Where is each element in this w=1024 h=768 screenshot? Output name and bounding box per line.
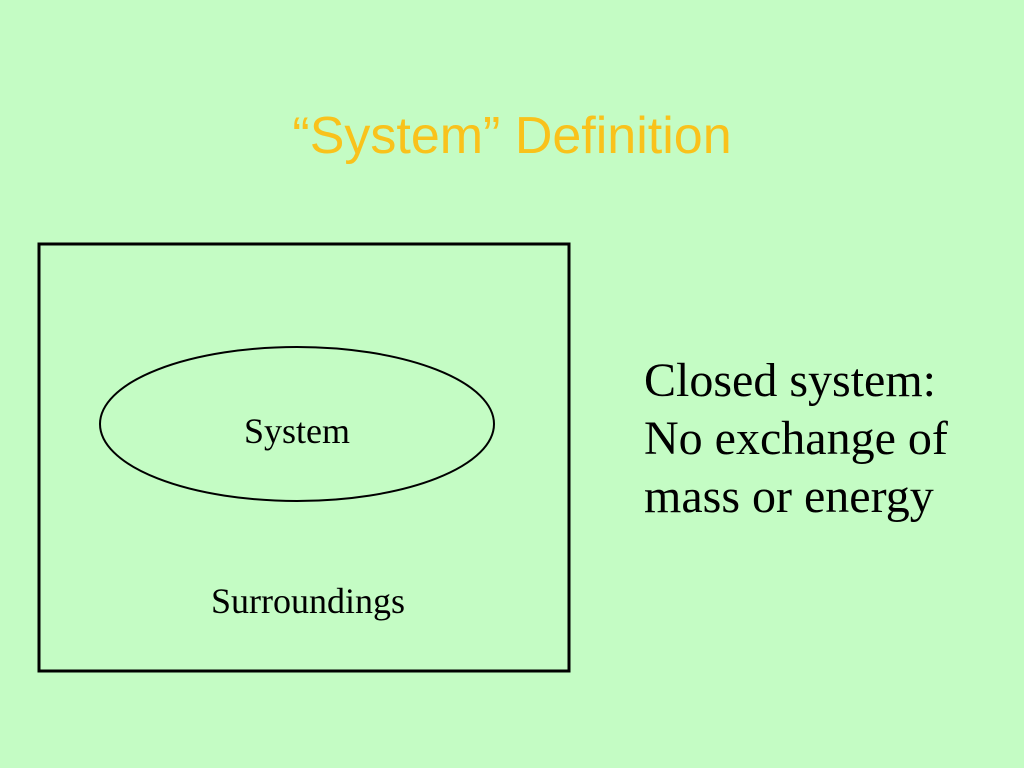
surroundings-label: Surroundings: [211, 581, 405, 621]
description-line: Closed system:: [644, 354, 937, 407]
closed-system-description: Closed system: No exchange of mass or en…: [644, 352, 1014, 526]
system-boundary: [99, 346, 495, 502]
system-label: System: [244, 411, 350, 451]
slide-title: “System” Definition: [292, 107, 732, 165]
description-line: mass or energy: [644, 470, 934, 523]
description-line: No exchange of: [644, 412, 948, 465]
surroundings-boundary: [37, 242, 571, 673]
